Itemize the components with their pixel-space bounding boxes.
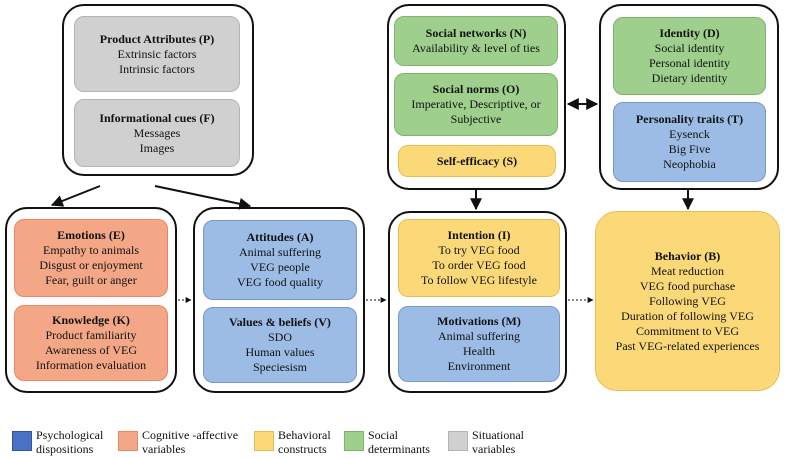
legend-swatch-psychological [12, 431, 32, 451]
values-title: Values & beliefs (V) [229, 315, 331, 329]
legend-label-situational: Situational variables [472, 428, 524, 456]
personality-line: Big Five [668, 142, 711, 156]
knowledge-title: Knowledge (K) [52, 313, 130, 327]
attitudes-line: VEG people [250, 260, 310, 274]
product-attributes-line: Intrinsic factors [119, 61, 195, 76]
behavior-line: Following VEG [649, 293, 726, 308]
identity-line: Social identity [654, 41, 725, 55]
behavior-line: Past VEG-related experiences [615, 338, 760, 353]
legend-label-psychological: Psychological dispositions [36, 428, 104, 456]
social-norms-box: Social norms (O)Imperative, Descriptive,… [394, 73, 558, 136]
self-efficacy-title: Self-efficacy (S) [436, 153, 518, 168]
legend-label-cognitive: Cognitive -affective variables [142, 428, 239, 456]
intention-title: Intention (I) [447, 228, 511, 242]
legend-swatch-situational [448, 431, 468, 451]
identity-title: Identity (D) [659, 26, 720, 40]
arrow-situational-to-cognitive [50, 185, 101, 207]
behavior-line: VEG food purchase [639, 278, 736, 293]
product-attributes-line: Extrinsic factors [117, 46, 197, 61]
attitudes-line: VEG food quality [237, 275, 323, 289]
social-norms-line: Imperative, Descriptive, or [411, 97, 541, 111]
social-networks-box: Social networks (N)Availability & level … [394, 16, 558, 66]
personality-line: Neophobia [663, 157, 716, 171]
legend-swatch-cognitive [118, 431, 138, 451]
intention-line: To follow VEG lifestyle [421, 273, 537, 287]
attitudes-line: Animal suffering [238, 245, 322, 259]
informational-cues-title: Informational cues (F) [99, 110, 215, 125]
social-norms-title: Social norms (O) [432, 82, 520, 96]
self-efficacy-box: Self-efficacy (S) [398, 145, 556, 177]
motivations-line: Environment [447, 359, 511, 373]
values-line: Speciesism [253, 360, 307, 374]
behavior-line: Duration of following VEG [621, 308, 754, 323]
identity-line: Dietary identity [651, 71, 728, 85]
social-norms-line: Subjective [450, 112, 502, 126]
behavior-title: Behavior (B) [654, 248, 721, 263]
product-attributes-title: Product Attributes (P) [99, 31, 215, 46]
emotions-line: Empathy to animals [43, 243, 139, 257]
motivations-line: Animal suffering [437, 329, 521, 343]
informational-cues-line: Images [139, 140, 175, 155]
values-line: Human values [245, 345, 315, 359]
motivations-line: Health [463, 344, 495, 358]
values-line: SDO [267, 330, 292, 344]
legend-swatch-behavioral [254, 431, 274, 451]
emotions-line: Disgust or enjoyment [39, 258, 143, 272]
social-networks-line: Availability & level of ties [412, 41, 540, 55]
knowledge-line: Product familiarity [45, 328, 137, 342]
identity-line: Personal identity [649, 56, 730, 70]
attitudes-title: Attitudes (A) [246, 230, 314, 244]
emotions-title: Emotions (E) [57, 228, 125, 242]
behavior-line: Commitment to VEG [635, 323, 740, 338]
legend-label-behavioral: Behavioral constructs [278, 428, 331, 456]
knowledge-line: Information evaluation [35, 358, 147, 372]
intention-line: To order VEG food [432, 258, 526, 272]
emotions-line: Fear, guilt or anger [45, 273, 137, 287]
legend-swatch-social [344, 431, 364, 451]
behavior-line: Meat reduction [651, 263, 724, 278]
personality-title: Personality traits (T) [635, 112, 744, 126]
arrow-situational-to-psychological [154, 185, 252, 210]
personality-line: Eysenck [669, 127, 710, 141]
intention-line: To try VEG food [438, 243, 520, 257]
legend-label-social: Social determinants [368, 428, 430, 456]
motivations-title: Motivations (M) [437, 314, 521, 328]
social-networks-title: Social networks (N) [425, 26, 527, 40]
informational-cues-line: Messages [133, 125, 181, 140]
knowledge-line: Awareness of VEG [45, 343, 137, 357]
